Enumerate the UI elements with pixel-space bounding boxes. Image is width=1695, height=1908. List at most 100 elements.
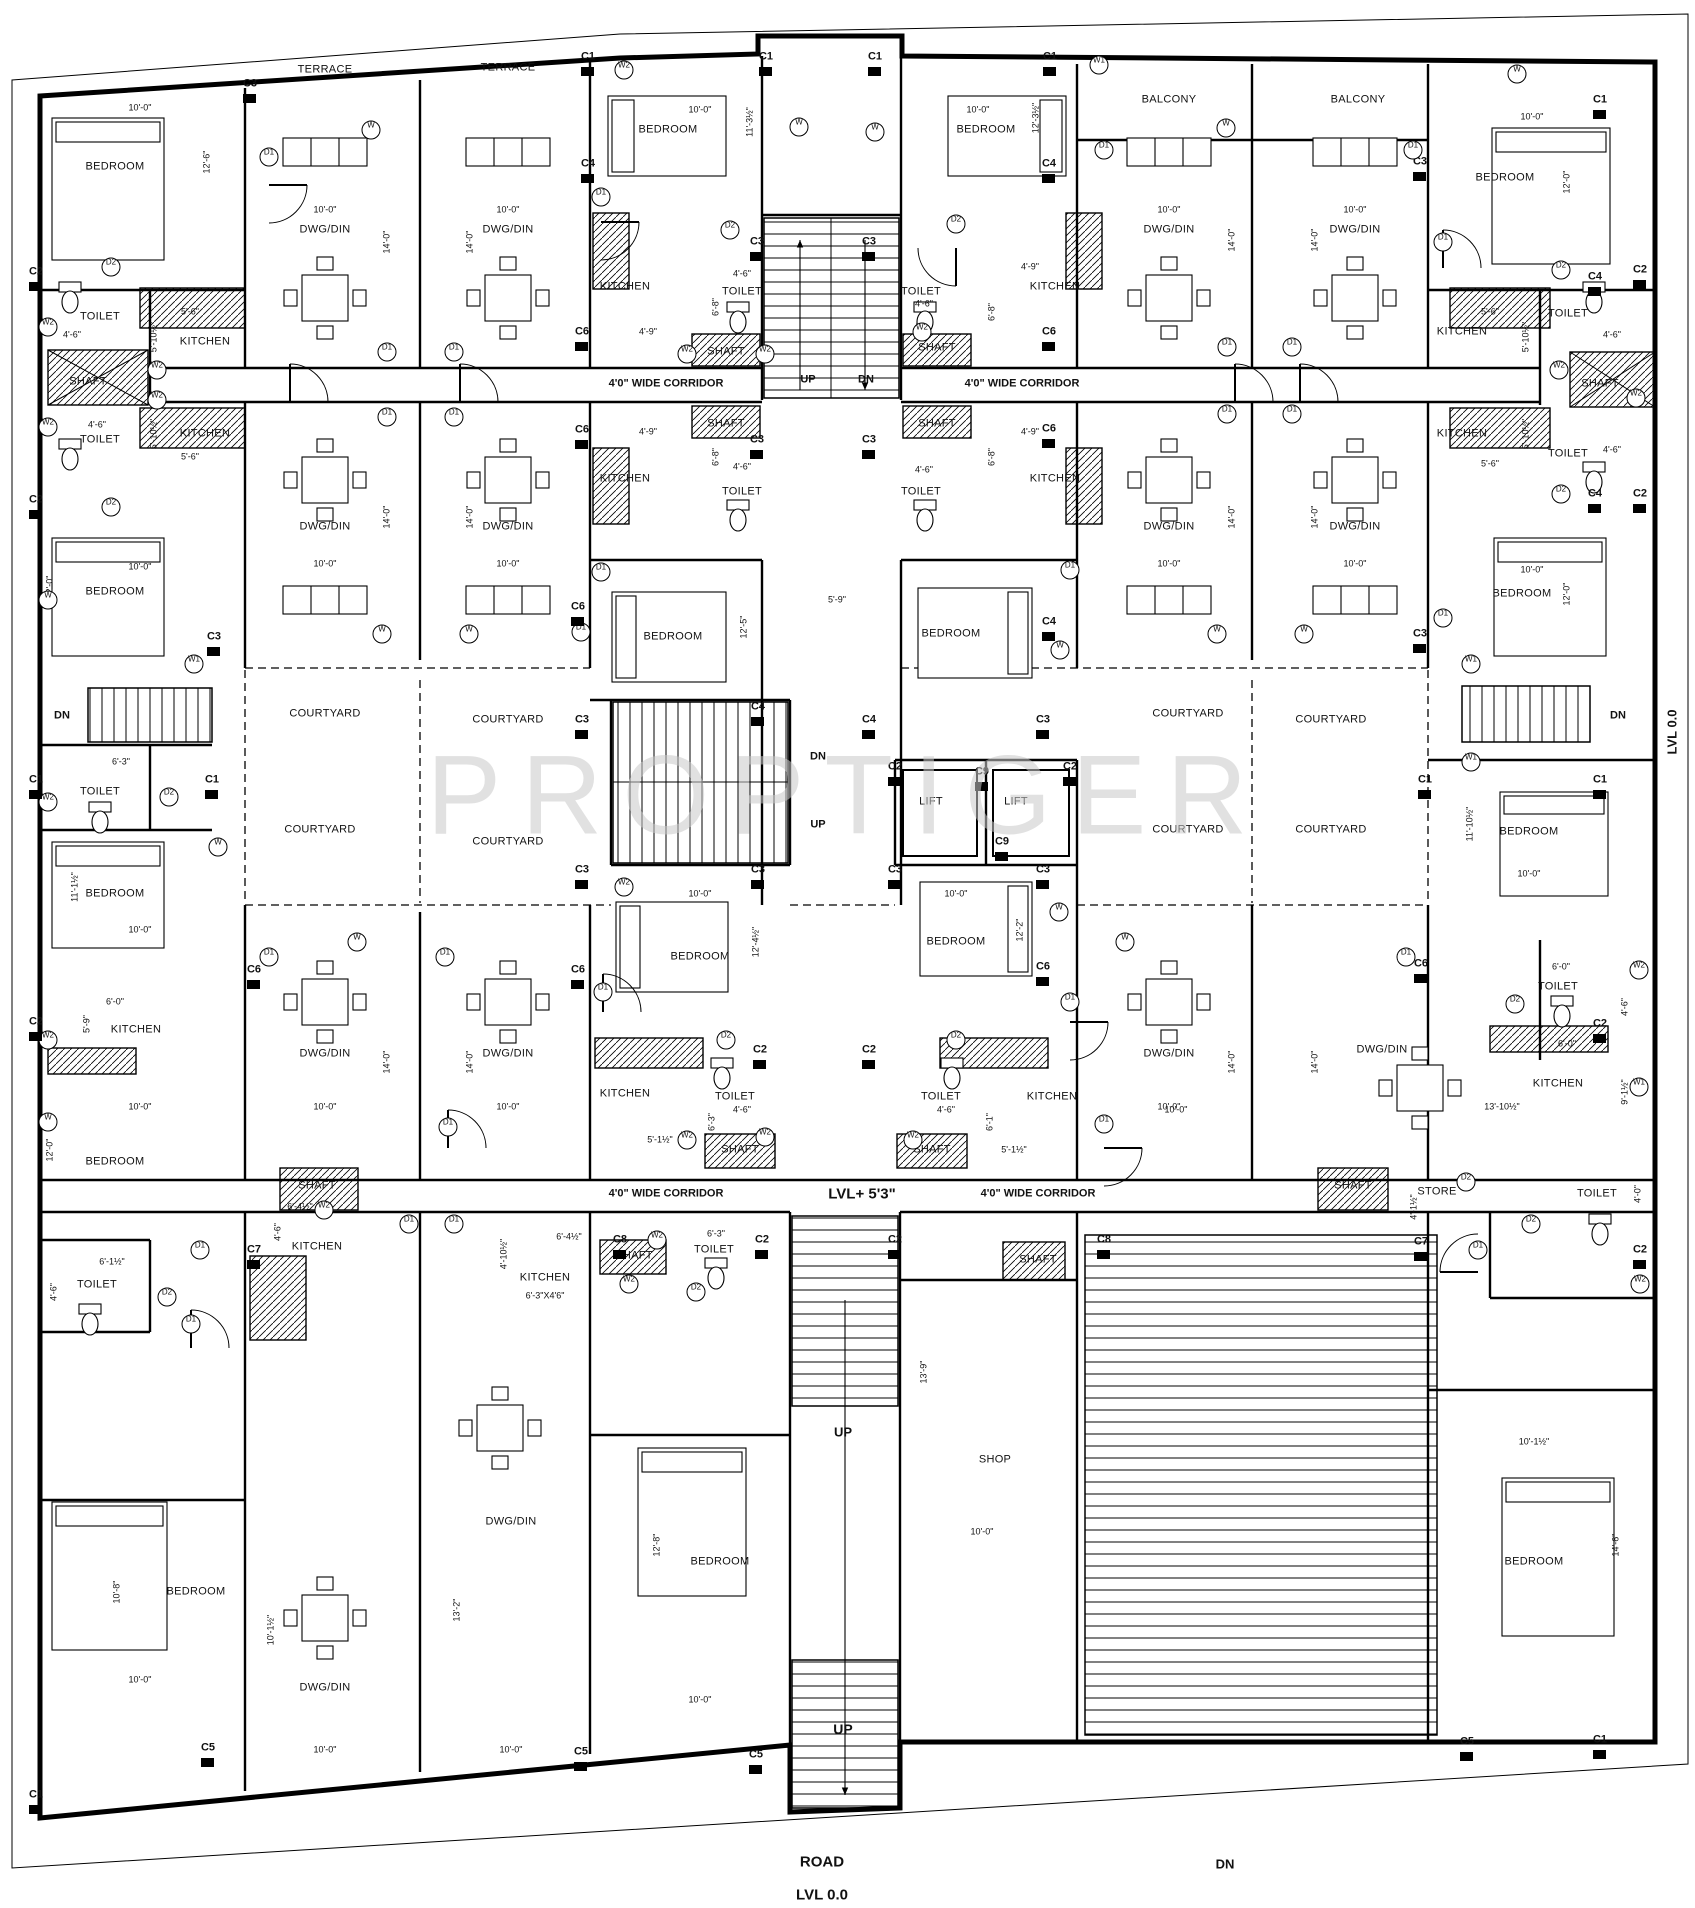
room-label-dwg-din: DWG/DIN: [1356, 1043, 1408, 1056]
dimension-label-6-1: 6'-1½": [99, 1256, 125, 1267]
annotation-up: UP: [833, 1424, 853, 1440]
dimension-label-6-3: 6'-3": [707, 1228, 725, 1239]
dimension-label-14-0: 14'-0": [1226, 228, 1237, 252]
dimension-label-6-8: 6'-8": [710, 448, 721, 466]
opening-marker-w: W: [1049, 902, 1069, 922]
room-label-shaft: SHAFT: [918, 341, 956, 354]
column-marker-c2: C2: [861, 1043, 877, 1056]
dimension-label-6-0: 6'-0": [1558, 1038, 1576, 1049]
watermark: PROPTIGER: [426, 732, 1268, 858]
annotation-up: UP: [800, 373, 816, 386]
column-marker-c9: C9: [994, 835, 1010, 848]
dimension-label-10-0: 10'-0": [128, 561, 152, 572]
opening-marker-d1: D1: [593, 982, 613, 1002]
annotation-dn: DN: [54, 709, 70, 722]
opening-marker-w: W: [1216, 118, 1236, 138]
room-label-bedroom: BEDROOM: [85, 160, 145, 173]
dimension-label-10-0: 10'-0": [128, 102, 152, 113]
column-block: [1588, 504, 1601, 513]
room-label-dwg-din: DWG/DIN: [299, 1047, 351, 1060]
column-block: [1633, 280, 1646, 289]
opening-marker-w2: W2: [314, 1200, 334, 1220]
room-label-toilet: TOILET: [900, 485, 942, 498]
opening-marker-w: W: [1207, 624, 1227, 644]
column-block: [1418, 790, 1431, 799]
column-marker-c3: C3: [887, 863, 903, 876]
dimension-label-4-6: 4'-6": [733, 461, 751, 472]
opening-marker-d1: D1: [1282, 404, 1302, 424]
annotation-up: UP: [833, 1721, 853, 1737]
opening-marker-w2: W2: [755, 1127, 775, 1147]
dimension-label-4-1: 4'-1½": [1408, 1194, 1419, 1220]
dimension-label-10-0: 10'-0": [1157, 558, 1181, 569]
opening-marker-w1: W1: [1629, 1077, 1649, 1097]
opening-marker-w: W: [865, 122, 885, 142]
column-block: [581, 67, 594, 76]
room-label-kitchen: KITCHEN: [599, 472, 651, 485]
opening-marker-w2: W2: [38, 1030, 58, 1050]
room-label-kitchen: KITCHEN: [1029, 280, 1081, 293]
column-marker-c1: C1: [1592, 93, 1608, 106]
dimension-label-6-8: 6'-8": [986, 448, 997, 466]
column-marker-c1: C1: [28, 1788, 44, 1801]
opening-marker-d2: D2: [1551, 484, 1571, 504]
room-label-dwg-din: DWG/DIN: [485, 1515, 537, 1528]
opening-marker-w2: W2: [1630, 1274, 1650, 1294]
room-label-bedroom: BEDROOM: [926, 935, 986, 948]
room-label-toilet: TOILET: [693, 1243, 735, 1256]
column-marker-c2: C2: [1592, 1017, 1608, 1030]
room-label-lift: LIFT: [919, 795, 943, 808]
column-marker-c4: C4: [1587, 270, 1603, 283]
opening-marker-w: W: [459, 624, 479, 644]
dimension-label-14-0: 14'-0": [1226, 505, 1237, 529]
opening-marker-w1: W1: [184, 654, 204, 674]
dimension-label-14-0: 14'-0": [464, 230, 475, 254]
dimension-label-10-8: 10'-8": [111, 1580, 122, 1604]
dimension-label-4-6: 4'-6": [1603, 444, 1621, 455]
dimension-label-10-0: 10'-0": [1520, 564, 1544, 575]
column-marker-c7: C7: [1413, 1235, 1429, 1248]
stairs: [87, 217, 1591, 1809]
column-marker-c2: C2: [28, 265, 44, 278]
open-to-sky-dashed-lines: [244, 667, 1429, 906]
opening-marker-w1: W1: [1461, 752, 1481, 772]
room-label-bedroom: BEDROOM: [85, 887, 145, 900]
dimension-label-10-0: 10'-0": [496, 1101, 520, 1112]
dimension-label-4-6: 4'-6": [48, 1283, 59, 1301]
annotation-dn: DN: [858, 373, 874, 386]
dimension-label-5-10: 5'-10½": [1520, 321, 1531, 353]
column-block: [575, 880, 588, 889]
dimension-label-5-1: 5'-1½": [647, 1134, 673, 1145]
opening-marker-w2: W2: [38, 317, 58, 337]
column-block: [749, 1765, 762, 1774]
column-marker-c2: C2: [752, 1043, 768, 1056]
dimension-label-13-10: 13'-10½": [1484, 1101, 1520, 1112]
room-label-toilet: TOILET: [714, 1090, 756, 1103]
room-label-shaft: SHAFT: [615, 1249, 653, 1262]
column-block: [888, 777, 901, 786]
opening-marker-d1: D1: [444, 1214, 464, 1234]
column-marker-c2: C2: [1062, 760, 1078, 773]
opening-marker-d1: D1: [1403, 140, 1423, 160]
column-block: [1042, 632, 1055, 641]
dimension-label-10-0: 10'-0": [313, 1744, 337, 1755]
column-marker-c4: C4: [750, 700, 766, 713]
annotation-dn: DN: [1610, 709, 1626, 722]
opening-marker-d2: D2: [101, 497, 121, 517]
column-marker-c6: C6: [246, 963, 262, 976]
column-block: [1460, 1752, 1473, 1761]
annotation-4-0-wide-corridor: 4'0" WIDE CORRIDOR: [980, 1187, 1096, 1200]
column-block: [207, 647, 220, 656]
column-block: [247, 1260, 260, 1269]
opening-marker-d1: D1: [1060, 560, 1080, 580]
column-marker-c4: C4: [861, 713, 877, 726]
dimension-label-9-1: 9'-1½": [1619, 1079, 1630, 1105]
column-block: [868, 67, 881, 76]
dimension-label-6-4: 6'-4½": [287, 1201, 313, 1212]
room-label-shaft: SHAFT: [69, 375, 107, 388]
room-label-shaft: SHAFT: [1019, 1253, 1057, 1266]
column-block: [1633, 504, 1646, 513]
